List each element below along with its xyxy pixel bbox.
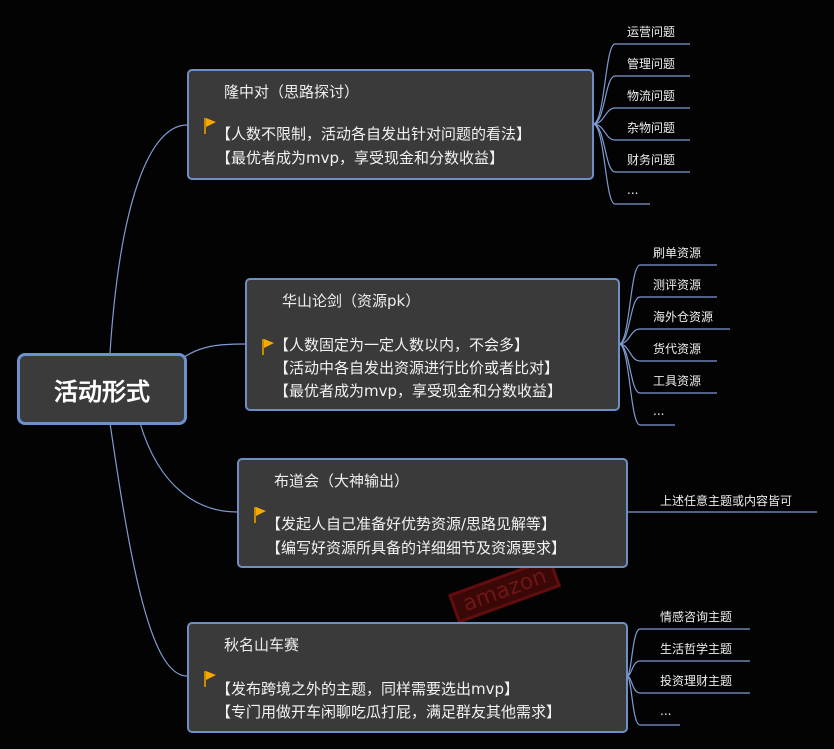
subtopic-item[interactable]: 上述任意主题或内容皆可 (660, 494, 793, 508)
subtopic-item[interactable]: 投资理财主题 (660, 674, 733, 688)
subtopic-item[interactable]: 杂物问题 (627, 121, 676, 135)
subtopic-item[interactable]: 海外仓资源 (653, 310, 714, 324)
topic-note-line: 【活动中各自发出资源进行比价或者比对】 (274, 359, 560, 377)
subtopic-item[interactable]: ... (660, 704, 672, 718)
topic-title: 秋名山车赛 (224, 636, 300, 654)
flag-icon (254, 507, 266, 523)
topic-note-line: 【发布跨境之外的主题，同样需要选出mvp】 (216, 680, 520, 698)
topic-note-line: 【专门用做开车闲聊吃瓜打屁，满足群友其他需求】 (216, 703, 562, 721)
subtopic-item[interactable]: 货代资源 (653, 342, 702, 356)
topic-note-line: 【发起人自己准备好优势资源/思路见解等】 (266, 515, 557, 533)
topic-title: 华山论剑（资源pk） (282, 292, 421, 310)
subtopic-item[interactable]: 工具资源 (653, 374, 702, 388)
subtopic-item[interactable]: 物流问题 (627, 89, 676, 103)
topic-note-line: 【最优者成为mvp，享受现金和分数收益】 (274, 382, 563, 400)
topic-note-line: 【人数不限制，活动各自发出针对问题的看法】 (216, 125, 532, 143)
subtopic-item[interactable]: 管理问题 (627, 57, 676, 71)
subtopic-item[interactable]: 运营问题 (627, 25, 676, 39)
topic-title: 布道会（大神输出） (274, 472, 410, 490)
flag-icon (204, 671, 216, 687)
topic-title: 隆中对（思路探讨） (224, 83, 360, 101)
flag-icon (262, 339, 274, 355)
subtopic-item[interactable]: 情感咨询主题 (660, 610, 733, 624)
root-label: 活动形式 (54, 377, 150, 406)
topic-node-2[interactable]: 华山论剑（资源pk） 【人数固定为一定人数以内，不会多】【活动中各自发出资源进行比… (245, 278, 620, 411)
topic-note-line: 【最优者成为mvp，享受现金和分数收益】 (216, 149, 505, 167)
subtopic-item[interactable]: 生活哲学主题 (660, 642, 733, 656)
root-topic[interactable]: 活动形式 (17, 353, 187, 425)
topic-note-line: 【人数固定为一定人数以内，不会多】 (274, 336, 530, 354)
flag-icon (204, 118, 216, 134)
subtopic-item[interactable]: 测评资源 (653, 278, 702, 292)
topic-node-1[interactable]: 隆中对（思路探讨） 【人数不限制，活动各自发出针对问题的看法】【最优者成为mvp，… (187, 69, 594, 180)
topic-node-3[interactable]: 布道会（大神输出） 【发起人自己准备好优势资源/思路见解等】【编写好资源所具备的详… (237, 458, 628, 568)
topic-note-line: 【编写好资源所具备的详细细节及资源要求】 (266, 539, 567, 557)
subtopic-item[interactable]: ... (653, 404, 665, 418)
subtopic-item[interactable]: 刷单资源 (653, 246, 702, 260)
topic-node-4[interactable]: 秋名山车赛【发布跨境之外的主题，同样需要选出mvp】【专门用做开车闲聊吃瓜打屁，… (187, 622, 628, 733)
subtopic-item[interactable]: ... (627, 183, 639, 197)
subtopic-item[interactable]: 财务问题 (627, 153, 676, 167)
